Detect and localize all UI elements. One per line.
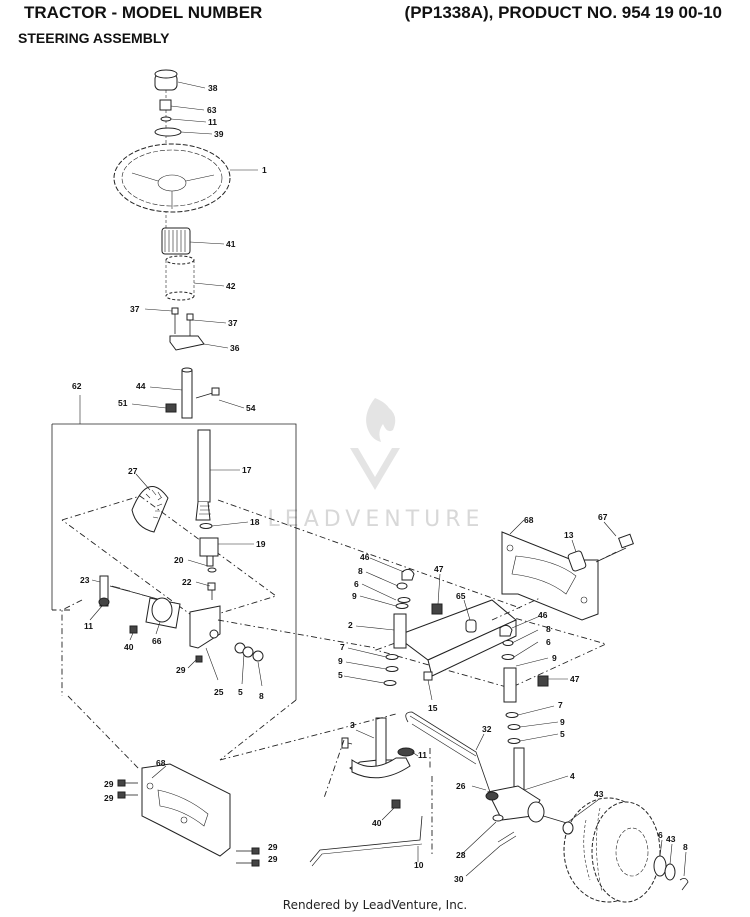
callout-68: 68 [156,758,166,768]
callout-8: 8 [546,624,551,634]
callout-43: 43 [594,789,604,799]
callout-26: 26 [456,781,466,791]
callout-40: 40 [124,642,134,652]
callout-3: 3 [350,720,355,730]
leader-lines [79,81,687,877]
callout-9: 9 [338,656,343,666]
callout-11: 11 [84,621,93,631]
callout-51: 51 [118,398,128,408]
callout-39: 39 [214,129,224,139]
callout-54: 54 [246,403,256,413]
callout-36: 36 [230,343,240,353]
callout-46: 46 [538,610,548,620]
watermark-text: LEADVENTURE [268,507,485,532]
callout-40: 40 [372,818,382,828]
callout-42: 42 [226,281,236,291]
part-bellows [165,255,195,301]
callout-43: 43 [666,834,676,844]
callout-47: 47 [434,564,444,574]
callout-29: 29 [104,779,114,789]
part-cap [154,69,178,91]
callout-38: 38 [208,83,218,93]
callout-labels: 38 63 11 39 1 41 42 37 37 36 62 44 51 54… [72,83,688,884]
callout-22: 22 [182,577,192,587]
callout-29: 29 [104,793,114,803]
callout-67: 67 [598,512,608,522]
part-washer [160,116,172,122]
callout-62: 62 [72,381,82,391]
callout-37: 37 [130,304,140,314]
callout-5: 5 [238,687,243,697]
callout-19: 19 [256,539,266,549]
page-title: TRACTOR - MODEL NUMBER [24,3,263,22]
callout-20: 20 [174,555,184,565]
part-plate [154,127,182,137]
callout-15: 15 [428,703,438,713]
callout-11: 11 [418,750,427,760]
product-number: (PP1338A), PRODUCT NO. 954 19 00-10 [404,3,722,22]
callout-18: 18 [250,517,260,527]
callout-65: 65 [456,591,466,601]
callout-9: 9 [552,653,557,663]
callout-63: 63 [207,105,217,115]
callout-29: 29 [268,842,278,852]
callout-37: 37 [228,318,238,328]
callout-2: 2 [348,620,353,630]
callout-10: 10 [414,860,424,870]
callout-29: 29 [268,854,278,864]
callout-6: 6 [354,579,359,589]
callout-66: 66 [152,636,162,646]
part-bolts [171,307,194,336]
callout-1: 1 [262,165,267,175]
callout-25: 25 [214,687,224,697]
callout-8: 8 [259,691,264,701]
callout-47: 47 [570,674,580,684]
callout-13: 13 [564,530,574,540]
steering-gear-box [51,412,297,700]
flame-v-logo-icon [350,398,400,490]
callout-41: 41 [226,239,236,249]
callout-5: 5 [338,670,343,680]
lower-left-bracket [117,763,260,867]
callout-6: 6 [658,830,663,840]
callout-6: 6 [546,637,551,647]
callout-7: 7 [558,700,563,710]
callout-5: 5 [560,729,565,739]
callout-44: 44 [136,381,146,391]
callout-32: 32 [482,724,492,734]
part-nut [159,99,172,111]
callout-29: 29 [176,665,186,675]
footer-credit: Rendered by LeadVenture, Inc. [282,898,468,912]
callout-9: 9 [352,591,357,601]
callout-27: 27 [128,466,138,476]
part-adapter [161,227,191,255]
callout-28: 28 [456,850,466,860]
callout-46: 46 [360,552,370,562]
callout-8: 8 [358,566,363,576]
part-nut-51 [165,403,177,413]
callout-17: 17 [242,465,252,475]
centerlines [67,499,541,856]
part-steering-wheel [113,143,231,213]
assembly-name: STEERING ASSEMBLY [18,30,170,46]
callout-11: 11 [208,117,217,127]
part-front-wheel [563,797,661,903]
callout-7: 7 [340,642,345,652]
callout-30: 30 [454,874,464,884]
callout-4: 4 [570,771,575,781]
part-bracket [169,335,205,351]
watermark: LEADVENTURE [268,398,485,532]
steering-column-upper [113,69,231,419]
callout-8: 8 [683,842,688,852]
part-shaft [181,367,193,419]
front-axle-assembly [309,531,689,903]
callout-23: 23 [80,575,90,585]
callout-9: 9 [560,717,565,727]
callout-68: 68 [524,515,534,525]
